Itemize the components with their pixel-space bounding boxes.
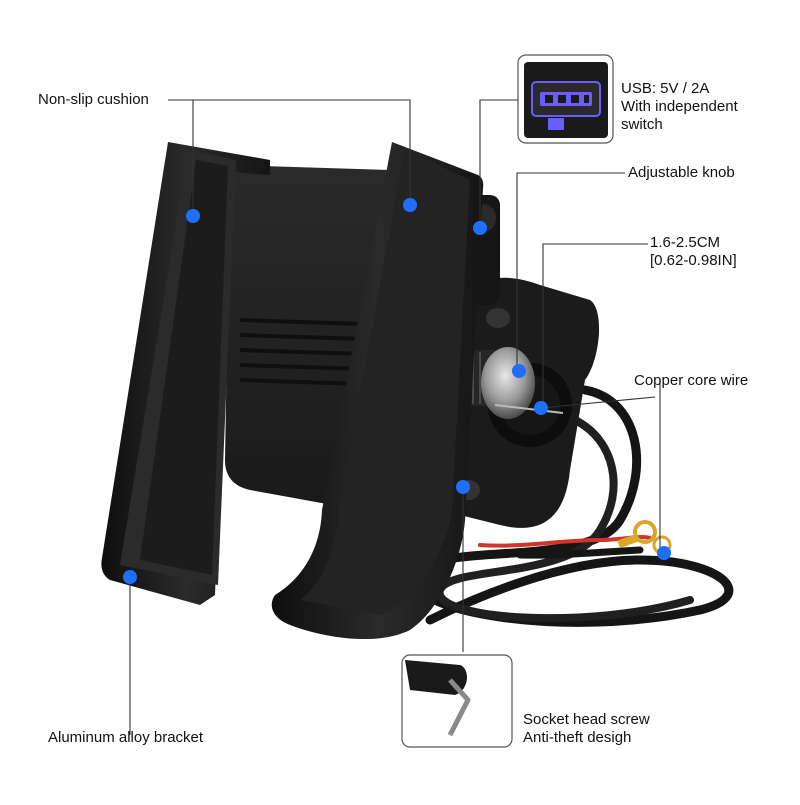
- label-copper-core-wire: Copper core wire: [634, 372, 749, 389]
- label-aluminum-bracket: Aluminum alloy bracket: [48, 729, 204, 746]
- marker-bracket: [123, 570, 137, 584]
- label-usb-line1: USB: 5V / 2A: [621, 80, 710, 97]
- label-clamp-size: 1.6-2.5CM [0.62-0.98IN]: [650, 234, 737, 270]
- marker-non-slip-left: [186, 209, 200, 223]
- label-size-cm: 1.6-2.5CM: [650, 234, 721, 251]
- ring-terminal: [617, 520, 672, 555]
- markers: [123, 198, 671, 584]
- leader-lines: [129, 99, 661, 735]
- label-adjustable-knob: Adjustable knob: [628, 164, 735, 181]
- power-cable: [409, 385, 734, 627]
- phone-holder-body: [101, 142, 484, 640]
- label-usb-line2: With independent: [621, 98, 738, 115]
- label-usb: USB: 5V / 2A With independent switch: [621, 80, 738, 134]
- usb-inset: [517, 54, 614, 144]
- label-size-in: [0.62-0.98IN]: [650, 252, 737, 269]
- label-screw-line2: Anti-theft desigh: [523, 729, 632, 746]
- marker-copper-wire: [657, 546, 671, 560]
- label-usb-line3: switch: [621, 116, 663, 133]
- label-socket-screw: Socket head screw Anti-theft desigh: [523, 711, 650, 747]
- marker-screw: [456, 480, 470, 494]
- marker-usb: [473, 221, 487, 235]
- label-non-slip-cushion: Non-slip cushion: [38, 91, 149, 108]
- marker-non-slip-right: [403, 198, 417, 212]
- screw-inset: [401, 654, 513, 748]
- marker-size: [534, 401, 548, 415]
- marker-knob: [512, 364, 526, 378]
- label-screw-line1: Socket head screw: [523, 711, 650, 728]
